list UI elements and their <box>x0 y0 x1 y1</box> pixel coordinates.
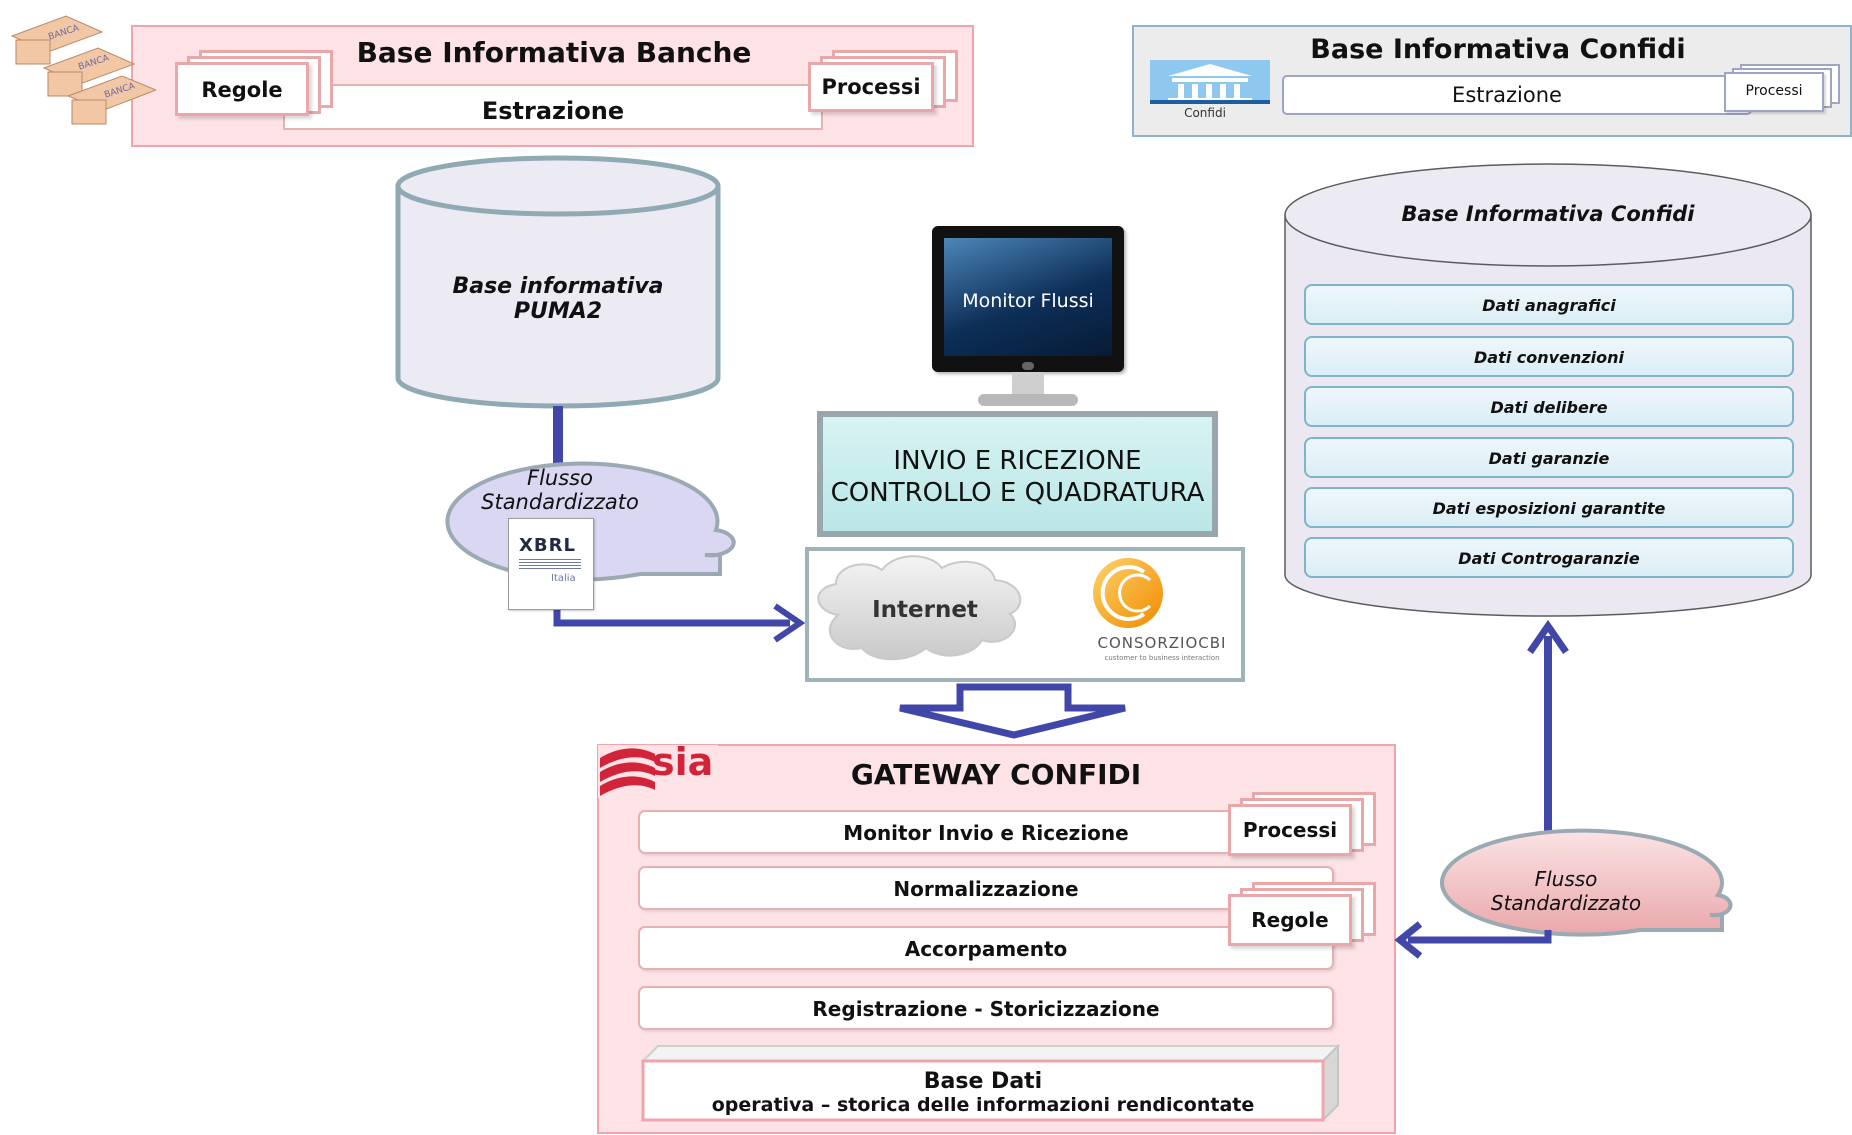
arrow-down-gateway <box>899 683 1126 739</box>
sia-logo: sia <box>652 740 714 784</box>
gateway-regole: Regole <box>1251 908 1329 932</box>
confidi-top-estrazione: Estrazione <box>1452 83 1562 107</box>
flusso-right-line2: Standardizzato <box>1490 891 1642 915</box>
confidi-item-label-5: Dati esposizioni garantite <box>1432 499 1666 518</box>
confidi-estrazione-bar <box>1282 75 1752 115</box>
confidi-item-label-6: Dati Controgaranzie <box>1458 549 1640 568</box>
banche-estrazione: Estrazione <box>481 97 625 125</box>
gateway-processi: Processi <box>1242 818 1338 842</box>
cbi-logo <box>1093 558 1163 628</box>
banche-processi-card: Processi <box>808 50 968 114</box>
banche-estrazione-bar <box>283 84 823 130</box>
flusso-left-line2: Standardizzato <box>481 490 639 514</box>
gateway-regole-card: Regole <box>1228 882 1380 948</box>
arrow-up-confidi <box>1527 619 1569 856</box>
bank-icon: BANCA BANCA BANCA <box>6 10 158 130</box>
internet-cloud <box>817 555 1022 661</box>
banche-title: Base Informativa Banche <box>356 36 752 69</box>
confidi-db-title: Base Informativa Confidi <box>1401 202 1695 226</box>
confidi-item-label-1: Dati anagrafici <box>1482 296 1616 315</box>
flusso-right-bubble <box>1440 828 1733 937</box>
cbi-name: CONSORZIOCBI <box>1097 634 1227 652</box>
puma-connector <box>553 406 563 466</box>
sia-logo-waves <box>598 745 718 798</box>
puma-label-line2: PUMA2 <box>513 299 603 324</box>
confidi-item-3 <box>1304 386 1794 427</box>
invio-line1: INVIO E RICEZIONE <box>893 446 1142 476</box>
confidi-item-2 <box>1304 336 1794 377</box>
gateway-row-4 <box>638 986 1334 1030</box>
xbrl-logo-text: XBRL <box>519 535 576 556</box>
invio-box <box>817 411 1218 537</box>
xbrl-logo-sub: Italia <box>551 573 576 584</box>
puma-label-line1: Base informativa <box>452 274 664 299</box>
monitor-icon: Monitor Flussi <box>928 224 1128 416</box>
flusso-right-line1: Flusso <box>1534 867 1598 891</box>
confidi-logo: Confidi <box>1150 60 1270 122</box>
banche-regole: Regole <box>201 78 283 102</box>
gateway-row-label-1: Monitor Invio e Ricezione <box>843 821 1129 845</box>
flusso-left-line1: Flusso <box>527 466 593 490</box>
gateway-processi-card: Processi <box>1228 792 1380 858</box>
gateway-title: GATEWAY CONFIDI <box>850 758 1142 791</box>
arrow-to-gateway <box>1394 921 1552 959</box>
confidi-item-label-4: Dati garanzie <box>1488 449 1610 468</box>
confidi-top-processi: Processi <box>1745 83 1803 99</box>
banche-regole-card: Regole <box>175 50 335 116</box>
gateway-row-3 <box>638 926 1334 970</box>
confidi-item-label-2: Dati convenzioni <box>1474 348 1624 367</box>
confidi-item-1 <box>1304 284 1794 325</box>
banche-processi: Processi <box>821 75 921 99</box>
internet-label: Internet <box>872 597 978 623</box>
confidi-item-6 <box>1304 537 1794 578</box>
gateway-row-label-3: Accorpamento <box>904 937 1068 961</box>
cbi-tagline: customer to business interaction <box>1104 654 1220 662</box>
invio-line2: CONTROLLO E QUADRATURA <box>830 478 1205 508</box>
confidi-top-title: Base Informativa Confidi <box>1310 34 1686 65</box>
base-dati-box <box>640 1043 1341 1123</box>
base-dati-title: Base Dati <box>923 1069 1043 1094</box>
base-dati-subtitle: operativa – storica delle informazioni r… <box>711 1094 1255 1116</box>
confidi-logo-label: Confidi <box>1184 106 1226 120</box>
gateway-row-label-4: Registrazione - Storicizzazione <box>812 997 1160 1021</box>
confidi-item-label-3: Dati delibere <box>1490 398 1608 417</box>
confidi-item-5 <box>1304 487 1794 528</box>
confidi-processi-card: Processi <box>1724 64 1846 116</box>
monitor-screen-text: Monitor Flussi <box>962 290 1094 312</box>
puma-cylinder <box>395 155 721 409</box>
gateway-row-label-2: Normalizzazione <box>893 877 1079 901</box>
confidi-item-4 <box>1304 437 1794 478</box>
xbrl-logo: XBRL Italia <box>508 518 594 610</box>
